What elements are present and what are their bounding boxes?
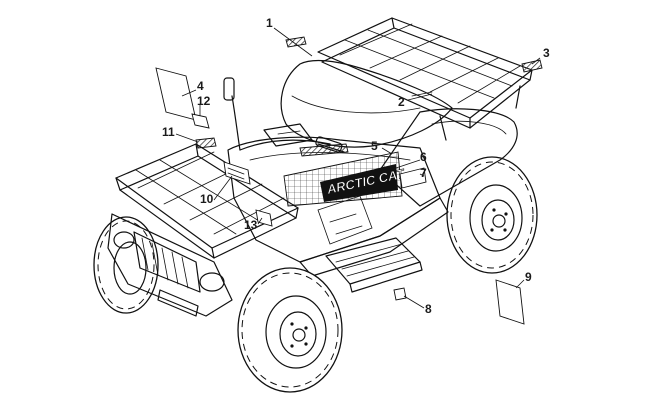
decal-3 <box>521 59 543 73</box>
rear-cargo-rack <box>317 17 533 141</box>
decal-10 <box>223 161 251 185</box>
decal-8 <box>393 287 407 301</box>
callout-3: 3 <box>543 46 550 60</box>
callout-13: 13 <box>244 218 258 232</box>
decal-6-arctic-cat: ARCTIC CAT <box>283 151 407 207</box>
body-side-panel <box>227 136 449 277</box>
decal-1 <box>285 36 307 48</box>
footrest <box>325 237 423 293</box>
callout-7: 7 <box>420 166 427 180</box>
callout-12: 12 <box>197 94 211 108</box>
callout-1: 1 <box>266 16 273 30</box>
decal-7 <box>399 167 427 189</box>
callout-11: 11 <box>162 125 175 139</box>
handlebar-assembly <box>223 77 345 153</box>
decal-13 <box>255 209 273 227</box>
decal-12 <box>191 113 210 129</box>
decal-11 <box>195 137 217 149</box>
leader-lines <box>175 27 541 309</box>
front-right-wheel <box>237 267 343 393</box>
decal-5-brand-stripe <box>299 143 349 157</box>
rear-right-wheel <box>446 156 538 274</box>
decal-4 <box>155 67 197 121</box>
callout-9: 9 <box>525 270 532 284</box>
callout-4: 4 <box>197 79 204 93</box>
decal-9 <box>495 279 525 325</box>
decal-2 <box>411 91 433 97</box>
front-left-wheel <box>93 216 159 314</box>
front-bumper-grille <box>107 213 233 317</box>
callout-8: 8 <box>425 302 432 316</box>
callout-5: 5 <box>371 139 378 153</box>
callout-labels: 1 2 3 4 5 6 7 8 9 10 11 12 13 <box>162 16 550 316</box>
callout-6: 6 <box>420 150 427 164</box>
callout-10: 10 <box>200 192 214 206</box>
seat-and-rear-fender <box>280 59 518 207</box>
callout-2: 2 <box>398 95 405 109</box>
